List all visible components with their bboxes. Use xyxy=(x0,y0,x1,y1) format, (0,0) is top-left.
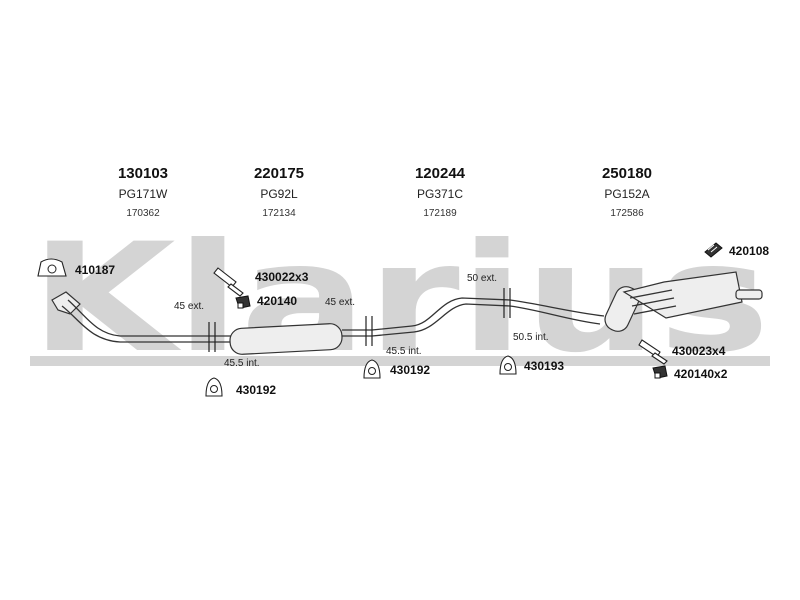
part-430022x3: 430022x3 xyxy=(213,267,309,297)
measurement-label: 50 ext. xyxy=(467,273,497,284)
section-reference: PG152A xyxy=(604,187,649,201)
gasket-icon xyxy=(37,258,67,277)
bolt-icon xyxy=(213,267,244,297)
part-410187: 410187 xyxy=(37,258,115,277)
clamp-icon xyxy=(235,295,251,309)
part-420140x2: 420140x2 xyxy=(652,365,728,381)
section-reference: PG171W xyxy=(119,187,168,201)
rubber-mount-icon xyxy=(205,377,223,397)
section-middle-pipe: 120244 PG371C 172189 xyxy=(415,165,466,219)
middle-pipe xyxy=(371,297,605,337)
spring-icon xyxy=(704,242,723,258)
part-label: 430193 xyxy=(524,359,564,373)
measurement-label: 45.5 int. xyxy=(386,346,422,357)
clamp-icon xyxy=(652,365,668,379)
part-label: 420140 xyxy=(257,294,297,308)
section-rear-silencer: 250180 PG152A 172586 xyxy=(602,165,652,219)
part-430193: 430193 xyxy=(499,355,564,375)
section-reference: PG371C xyxy=(417,187,463,201)
section-code: 170362 xyxy=(126,208,160,219)
part-420140: 420140 xyxy=(235,294,297,309)
measurement-label: 50.5 int. xyxy=(513,332,549,343)
part-430192-front: 430192 xyxy=(205,377,276,397)
section-part-number: 250180 xyxy=(602,165,652,182)
joint-clamps xyxy=(208,288,511,352)
measurement-label: 45.5 int. xyxy=(224,358,260,369)
part-label: 430022x3 xyxy=(255,270,309,284)
part-label: 430023x4 xyxy=(672,344,726,358)
section-reference: PG92L xyxy=(260,187,298,201)
section-code: 172189 xyxy=(423,208,457,219)
part-420108: 420108 xyxy=(704,242,769,258)
part-430192-middle: 430192 xyxy=(363,359,430,379)
part-label: 420108 xyxy=(729,244,769,258)
section-front-pipe: 130103 PG171W 170362 xyxy=(118,165,168,219)
part-430023x4: 430023x4 xyxy=(638,339,726,365)
part-label: 430192 xyxy=(236,383,276,397)
front-pipe xyxy=(51,291,212,343)
section-front-silencer: 220175 PG92L 172134 xyxy=(254,165,304,219)
part-label: 410187 xyxy=(75,263,115,277)
front-silencer xyxy=(212,323,372,355)
rubber-mount-icon xyxy=(363,359,381,379)
measurement-label: 45 ext. xyxy=(174,301,204,312)
watermark: Klarius xyxy=(30,212,770,386)
part-label: 430192 xyxy=(390,363,430,377)
section-code: 172586 xyxy=(610,208,644,219)
section-part-number: 220175 xyxy=(254,165,304,182)
measurement-label: 45 ext. xyxy=(325,297,355,308)
section-code: 172134 xyxy=(262,208,296,219)
part-label: 420140x2 xyxy=(674,367,728,381)
rear-silencer xyxy=(604,271,763,332)
section-part-number: 130103 xyxy=(118,165,168,182)
section-part-number: 120244 xyxy=(415,165,466,182)
rubber-mount-icon xyxy=(499,355,517,375)
bolt-icon xyxy=(638,339,668,365)
